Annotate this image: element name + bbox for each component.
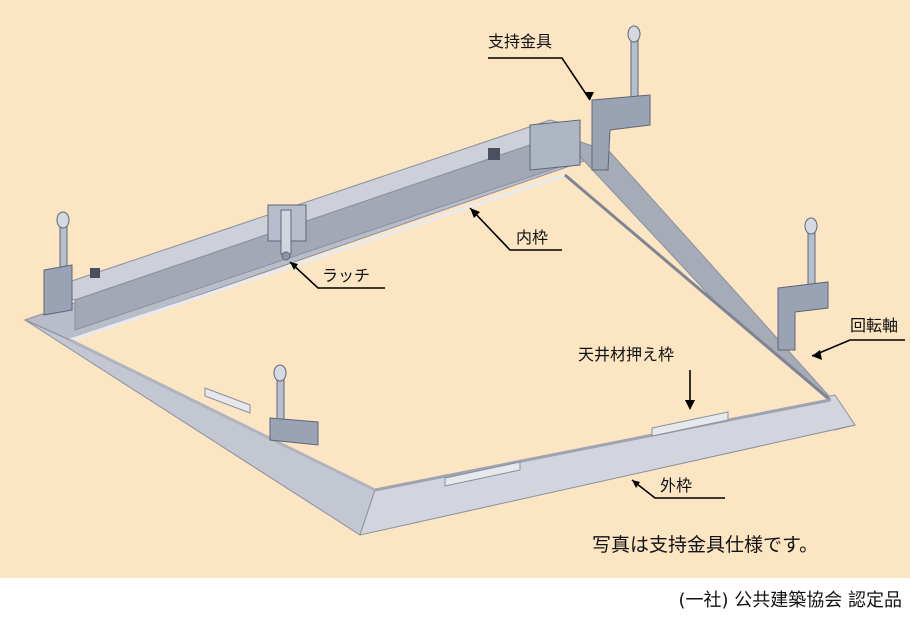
ceiling-access-frame-illustration bbox=[23, 25, 905, 536]
outer-frame-body bbox=[23, 119, 856, 536]
support-brackets bbox=[43, 25, 829, 446]
leader-support-bracket bbox=[488, 57, 591, 101]
bracket-rear bbox=[529, 119, 581, 171]
bracket-bottom bbox=[269, 364, 319, 446]
certification-note: (一社) 公共建築協会 認定品 bbox=[678, 590, 903, 611]
photo-caption: 写真は支持金具仕様です。 bbox=[592, 534, 819, 556]
leader-arrowheads bbox=[290, 92, 822, 488]
bracket-right bbox=[777, 217, 829, 351]
label-outer-frame: 外枠 bbox=[660, 476, 693, 495]
label-rotation-axis: 回転軸 bbox=[850, 316, 899, 335]
leader-rotation-axis bbox=[811, 339, 905, 357]
diagram-stage: 支持金具 内枠 ラッチ 回転軸 天井材押え枠 外枠 写真は支持金具仕様です。 bbox=[0, 0, 910, 578]
label-latch: ラッチ bbox=[322, 266, 371, 285]
leader-lines bbox=[289, 57, 905, 499]
latch-part bbox=[267, 204, 307, 261]
bracket-left bbox=[43, 211, 73, 316]
leader-inner-frame bbox=[469, 207, 562, 251]
rail-holes bbox=[90, 148, 500, 278]
label-support-bracket: 支持金具 bbox=[488, 32, 553, 51]
label-inner-frame: 内枠 bbox=[516, 228, 549, 247]
leader-latch bbox=[289, 261, 385, 289]
bracket-right-top bbox=[591, 25, 651, 171]
label-ceiling-holder-frame: 天井材押え枠 bbox=[578, 345, 675, 364]
ceiling-holder-tabs bbox=[204, 387, 729, 487]
leader-outer-frame bbox=[631, 479, 725, 499]
